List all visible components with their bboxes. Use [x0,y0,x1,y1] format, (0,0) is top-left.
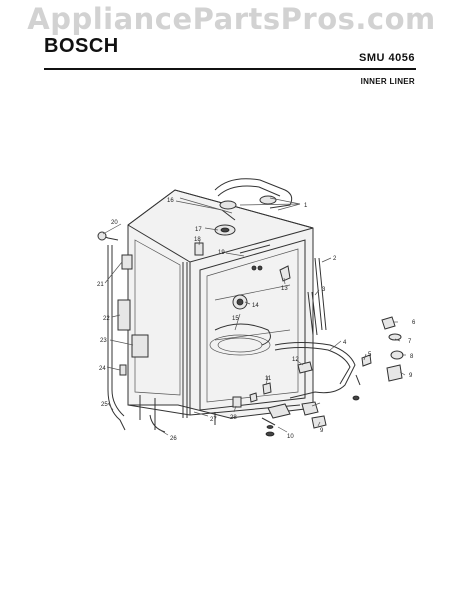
brand-logo: BOSCH [44,35,119,57]
callout-20: 20 [111,220,118,226]
callout-2: 2 [333,256,337,262]
part-28 [232,396,242,408]
callout-1: 1 [304,203,308,209]
callout-9-lower: 9 [320,428,324,434]
callout-3: 3 [322,287,326,293]
part-7 [388,333,402,341]
part-15 [214,323,271,346]
part-5 [361,354,372,367]
tub-body [117,189,314,430]
part-25 [107,245,126,431]
part-13 [279,265,291,282]
part-19 [239,244,271,254]
callout-14: 14 [252,303,259,309]
part-9 [386,364,403,382]
callout-28: 28 [230,415,237,421]
part-2 [314,257,323,331]
callout-5: 5 [368,352,372,358]
callout-16: 16 [167,198,174,204]
part-4 [274,342,356,399]
part-23 [131,334,149,358]
callout-18: 18 [194,237,201,243]
callout-10: 10 [287,434,294,440]
callout-8: 8 [410,354,414,360]
watermark: AppliancePartsPros.com [27,2,436,36]
part-18 [194,242,204,256]
part-26 [149,414,166,433]
part-22 [117,299,131,331]
callout-13: 13 [281,286,288,292]
part-21 [121,254,133,270]
callout-25: 25 [101,402,108,408]
callout-7: 7 [408,339,412,345]
part-10 [267,403,291,419]
section-title: INNER LINER [360,77,415,86]
callout-19: 19 [218,250,225,256]
callout-4: 4 [343,340,347,346]
callout-17: 17 [195,227,202,233]
callout-21: 21 [97,282,104,288]
callout-22: 22 [103,316,110,322]
callout-26: 26 [170,436,177,442]
part-11 [262,382,272,395]
part-9-lower [311,415,327,429]
callout-6: 6 [412,320,416,326]
part-8-lower [301,401,319,416]
callout-labels: 1 2 3 4 5 6 7 8 9 9 10 11 12 13 14 15 16… [97,198,416,442]
part-1-tubes [214,178,293,221]
part-12 [297,361,313,374]
header-rule [44,68,416,70]
callout-27: 27 [210,417,217,423]
callout-15: 15 [232,316,239,322]
callout-23: 23 [100,338,107,344]
model-number: SMU 4056 [359,52,415,64]
part-16 [179,197,233,214]
callout-11: 11 [265,376,272,382]
callout-24: 24 [99,366,106,372]
leader-lines [102,197,406,436]
part-8 [390,350,404,360]
part-24 [119,364,127,376]
callout-9: 9 [409,373,413,379]
part-6 [381,316,396,330]
part-3 [307,291,314,336]
callout-12: 12 [292,357,299,363]
